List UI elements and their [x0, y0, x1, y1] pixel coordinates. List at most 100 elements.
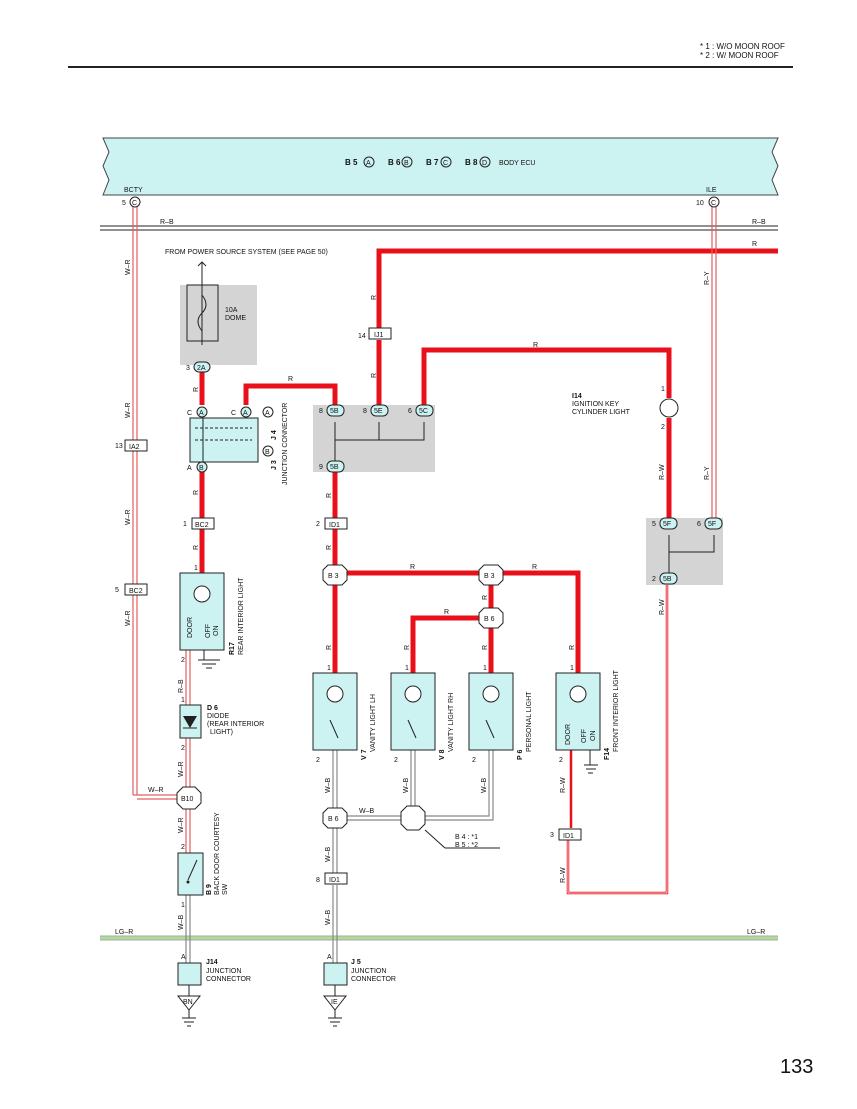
b9-name-1: BACK DOOR COURTESY: [214, 812, 221, 895]
r17-pin2: 2: [181, 657, 185, 664]
wire-wb-2: W–B: [325, 778, 332, 794]
pin-ile-label: ILE: [706, 187, 717, 194]
r17-id: R17: [229, 642, 236, 655]
wire-wb-6: W–B: [481, 778, 488, 794]
wire-r-5: R: [193, 387, 200, 392]
conn-2a-pin: 3: [186, 365, 190, 372]
j5-name-1: JUNCTION: [351, 968, 386, 975]
conn-id1-top: ID1: [329, 522, 340, 529]
wire-r-4: R: [288, 376, 293, 383]
j-pin-a-top2: A: [243, 410, 248, 417]
v8-pin1: 1: [405, 665, 409, 672]
j5-pin: A: [327, 954, 332, 961]
j14-id: J14: [206, 959, 218, 966]
b9-id: B 9: [206, 884, 213, 895]
ecu-slot-c: C: [443, 160, 448, 167]
pin-5b-right: 2: [652, 576, 656, 583]
splice-b10-label: B10: [181, 796, 194, 803]
d6-pin2: 2: [181, 745, 185, 752]
ecu-conn-b7: B 7: [426, 158, 439, 167]
pin-bcty-label: BCTY: [124, 187, 143, 194]
id1-pin: 2: [316, 521, 320, 528]
j5-id: J 5: [351, 959, 361, 966]
splice-b3-left-label: B 3: [328, 573, 339, 580]
conn-id1-bottom: ID1: [329, 877, 340, 884]
ecu-slot-d: D: [482, 160, 487, 167]
ground-bn-icon: [176, 995, 202, 1011]
wire-r-14: R: [482, 595, 489, 600]
pin-5f-a: 5: [652, 521, 656, 528]
wire-rw-4: R–W: [560, 867, 567, 883]
wire-wr-7: W–R: [178, 817, 185, 833]
wire-r-7: R: [193, 545, 200, 550]
wire-r-15: R: [482, 645, 489, 650]
wire-ry-1: R–Y: [704, 271, 711, 285]
red-wires: [199, 248, 778, 675]
v7-name: VANITY LIGHT LH: [370, 694, 377, 752]
splice-b3-right-label: B 3: [484, 573, 495, 580]
r17-on: ON: [213, 626, 220, 637]
r17-pin1: 1: [194, 565, 198, 572]
pin-9: 9: [319, 464, 323, 471]
r17-off: OFF: [205, 624, 212, 638]
j14-name-2: CONNECTOR: [206, 976, 251, 983]
wire-r-16: R: [404, 645, 411, 650]
rear-light-bulb-icon: [193, 585, 211, 603]
j5-name-2: CONNECTOR: [351, 976, 396, 983]
p6-name: PERSONAL LIGHT: [526, 691, 533, 752]
ecu-slot-b: B: [404, 160, 409, 167]
pin-6: 6: [408, 408, 412, 415]
pin-ile-letter: C: [711, 200, 716, 207]
id1-bottom-pin: 8: [316, 877, 320, 884]
b9-name-2: SW: [222, 883, 229, 895]
wire-lgr-right: LG–R: [747, 929, 765, 936]
wire-rw-3: R–W: [560, 777, 567, 793]
front-interior-light: [555, 672, 601, 751]
pin-bcty-letter: C: [132, 200, 137, 207]
pin-5f-b: 6: [697, 521, 701, 528]
diode-icon: [183, 716, 197, 728]
splice-b6-top-label: B 6: [484, 616, 495, 623]
wire-r-10: R: [326, 645, 333, 650]
wire-wb-7: W–B: [359, 808, 375, 815]
junction-connector-j5: [323, 962, 348, 986]
d6-name-1: DIODE: [207, 713, 230, 720]
ij1-pin: 14: [358, 333, 366, 340]
wire-ry-2: R–Y: [704, 466, 711, 480]
ground-ie: IE: [331, 999, 338, 1006]
ecu-conn-b6: B 6: [388, 158, 401, 167]
f14-on: ON: [590, 731, 597, 742]
b9-pin1: 1: [181, 902, 185, 909]
splice-b3-left: [322, 564, 348, 586]
b9-pin2: 2: [181, 844, 185, 851]
ecu-conn-b8: B 8: [465, 158, 478, 167]
page-number: 133: [780, 1056, 814, 1078]
wire-r-9: R: [326, 545, 333, 550]
v8-pin2: 2: [394, 757, 398, 764]
wire-wr-4: W–R: [125, 610, 132, 626]
j4-id: J 4: [271, 430, 278, 440]
j3-id: J 3: [271, 460, 278, 470]
d6-name-2: (REAR INTERIOR: [207, 721, 264, 728]
pin-8a: 8: [319, 408, 323, 415]
vanity-light-lh: [312, 672, 358, 751]
ecu-conn-b5: B 5: [345, 158, 358, 167]
wire-r-12: R: [532, 564, 537, 571]
ground-ie-icon: [322, 995, 348, 1011]
id1-right-pin: 3: [550, 832, 554, 839]
i14-id: I14: [572, 393, 582, 400]
v8-id: V 8: [439, 749, 446, 760]
personal-light: [468, 672, 514, 751]
ia2-pin: 13: [115, 443, 123, 450]
ignition-key-lamp-icon: [659, 398, 679, 418]
wire-wb-4: W–B: [325, 910, 332, 926]
fuse-rating: 10A: [225, 307, 238, 314]
splice-b10: [176, 786, 202, 810]
wire-r-3: R: [533, 342, 538, 349]
j-pin-b-bottom: B: [199, 465, 204, 472]
pin-ile-no: 10: [696, 200, 704, 207]
fuse-icon: [186, 284, 219, 342]
v8-name: VANITY LIGHT RH: [448, 693, 455, 752]
conn-bc2-left: BC2: [129, 588, 143, 595]
